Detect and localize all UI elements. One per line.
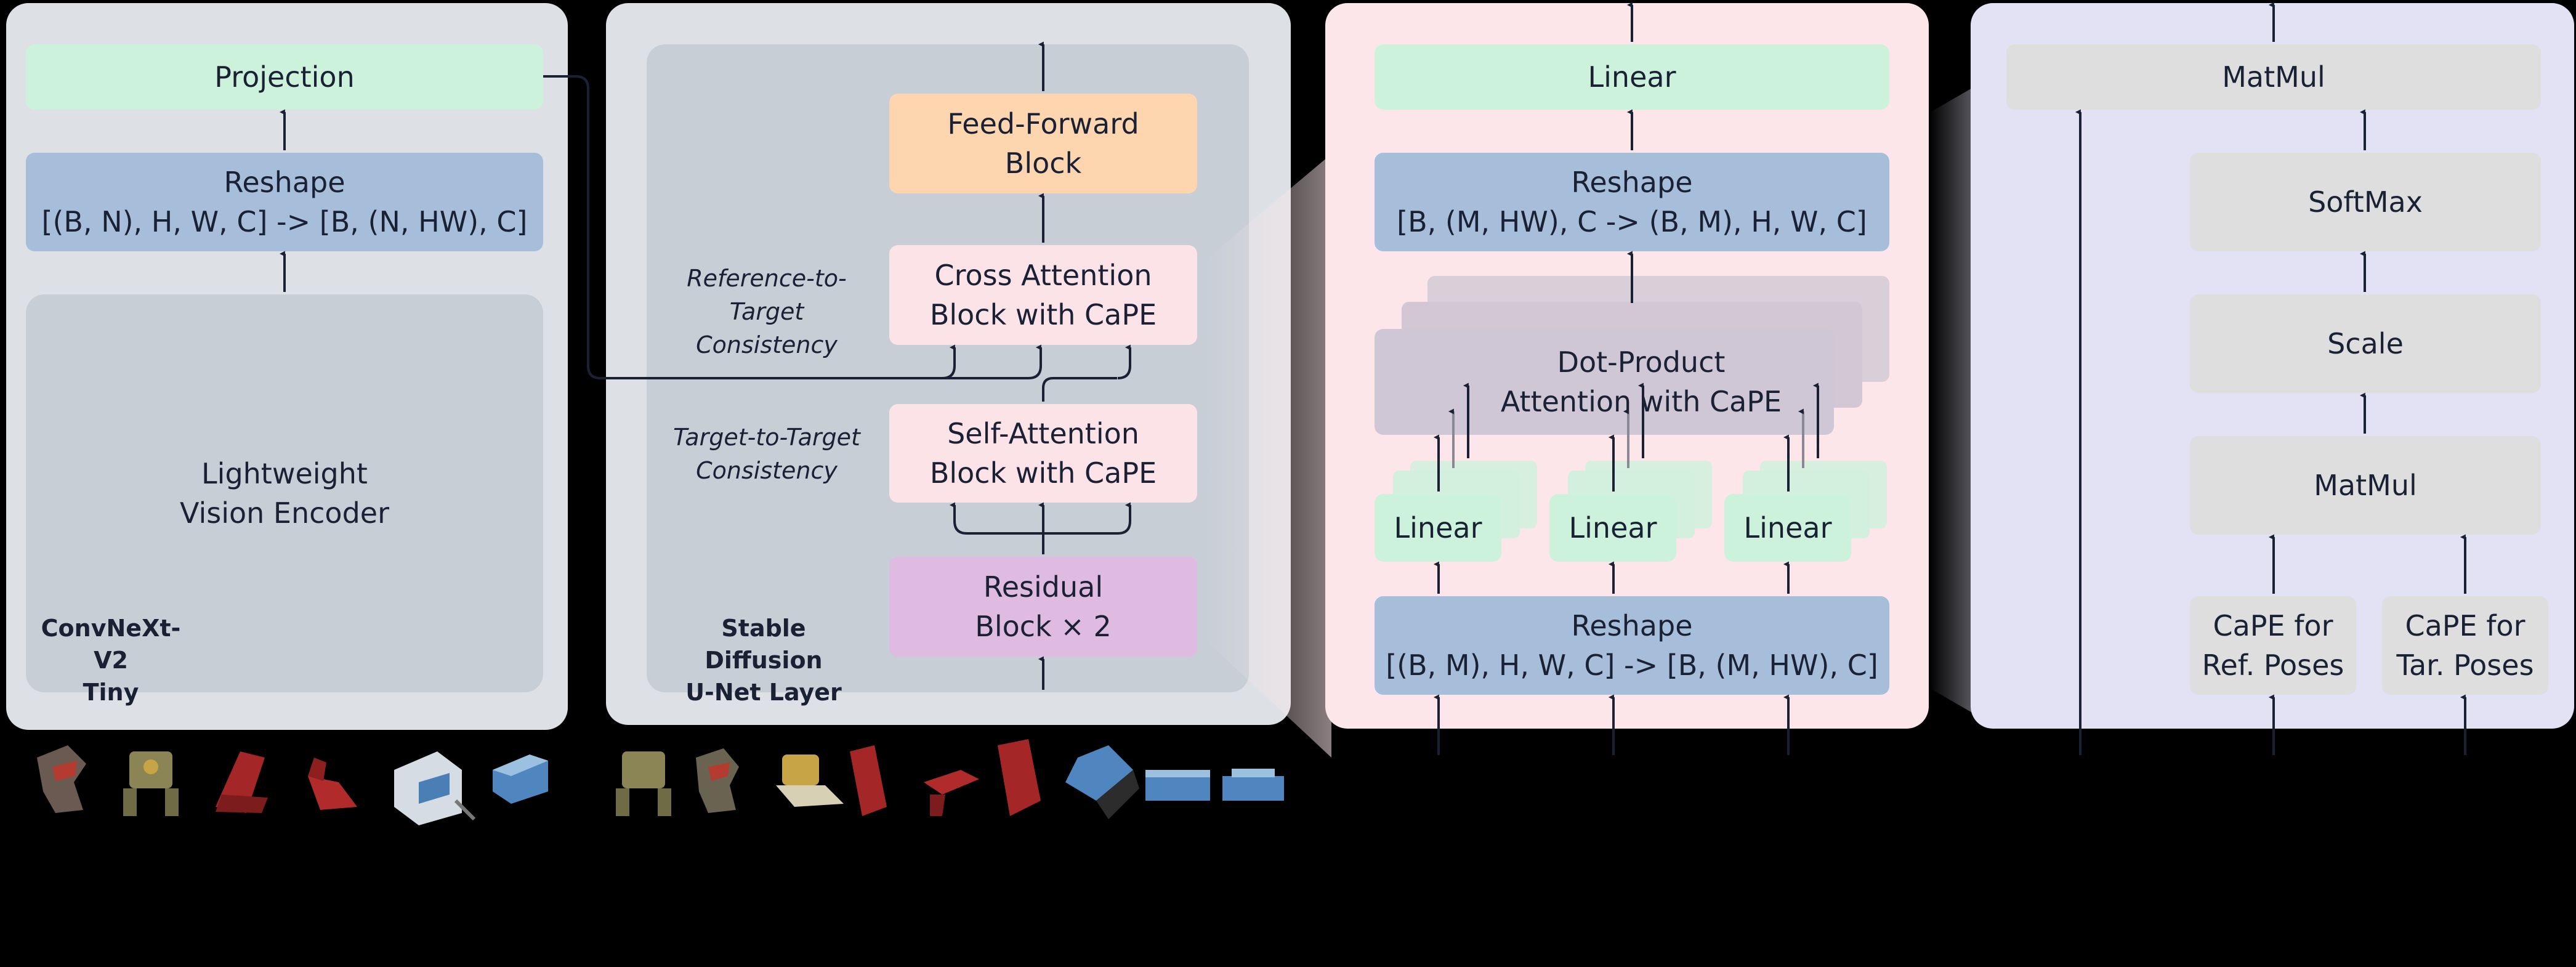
cape-tar-box: CaPE for Tar. Poses xyxy=(2382,596,2548,695)
residual-box: Residual Block × 2 xyxy=(889,557,1197,657)
chair-thumbnail-b xyxy=(924,770,979,816)
matmul-top-box: MatMul xyxy=(2006,44,2541,110)
attention-reshape-top: Reshape [B, (M, HW), C -> (B, M), H, W, … xyxy=(1375,153,1889,251)
linear-q-box: Linear xyxy=(1375,494,1501,562)
robot-thumbnail-a xyxy=(696,748,739,813)
encoder-reshape-box: Reshape [(B, N), H, W, C] -> [B, (N, HW)… xyxy=(26,153,543,251)
tgt-consistency-label: Target-to-Target Consistency xyxy=(673,424,860,484)
cape-ref-box: CaPE for Ref. Poses xyxy=(2190,596,2356,695)
ref-consistency-label: Reference-to-Target Consistency xyxy=(687,265,847,358)
softmax-box: SoftMax xyxy=(2190,153,2541,251)
mech-thumbnail xyxy=(123,751,179,816)
chair-thumbnail-a xyxy=(850,745,887,816)
matmul-bottom-box: MatMul xyxy=(2190,436,2541,535)
linear-v-box: Linear xyxy=(1724,494,1851,562)
blue-object-thumbnail-a xyxy=(1065,745,1139,819)
chair-thumbnail-1 xyxy=(216,751,268,813)
unet-target-thumbnails xyxy=(616,739,1284,819)
attention-panel-shadow xyxy=(1202,154,1331,758)
unet-layer-name: Stable Diffusion U-Net Layer xyxy=(685,615,842,706)
blue-object-thumbnail xyxy=(493,755,548,804)
chair-thumbnail-2 xyxy=(308,758,357,810)
building-thumbnail xyxy=(394,751,476,825)
attention-linear-top: Linear xyxy=(1375,44,1889,110)
cross-attention-box: Cross Attention Block with CaPE xyxy=(889,245,1197,345)
vision-encoder-box: Lightweight Vision Encoder xyxy=(26,294,543,692)
blue-object-thumbnail-c xyxy=(1222,769,1284,801)
attention-reshape-bottom: Reshape [(B, M), H, W, C] -> [B, (M, HW)… xyxy=(1375,596,1889,695)
chair-thumbnail-c xyxy=(998,739,1041,816)
projection-box: Projection xyxy=(26,44,543,110)
encoder-reference-thumbnails xyxy=(37,745,548,825)
dot-product-box: Dot-Product Attention with CaPE xyxy=(1375,329,1834,435)
mech-thumbnail-b xyxy=(776,755,844,807)
mech-thumbnail-a xyxy=(616,751,671,816)
linear-k-box: Linear xyxy=(1549,494,1676,562)
encoder-model-name: ConvNeXt-V2 Tiny xyxy=(41,615,181,706)
scale-box: Scale xyxy=(2190,294,2541,393)
robot-thumbnail xyxy=(37,745,86,813)
blue-object-thumbnail-b xyxy=(1145,770,1210,801)
self-attention-box: Self-Attention Block with CaPE xyxy=(889,404,1197,503)
feed-forward-box: Feed-Forward Block xyxy=(889,94,1197,193)
